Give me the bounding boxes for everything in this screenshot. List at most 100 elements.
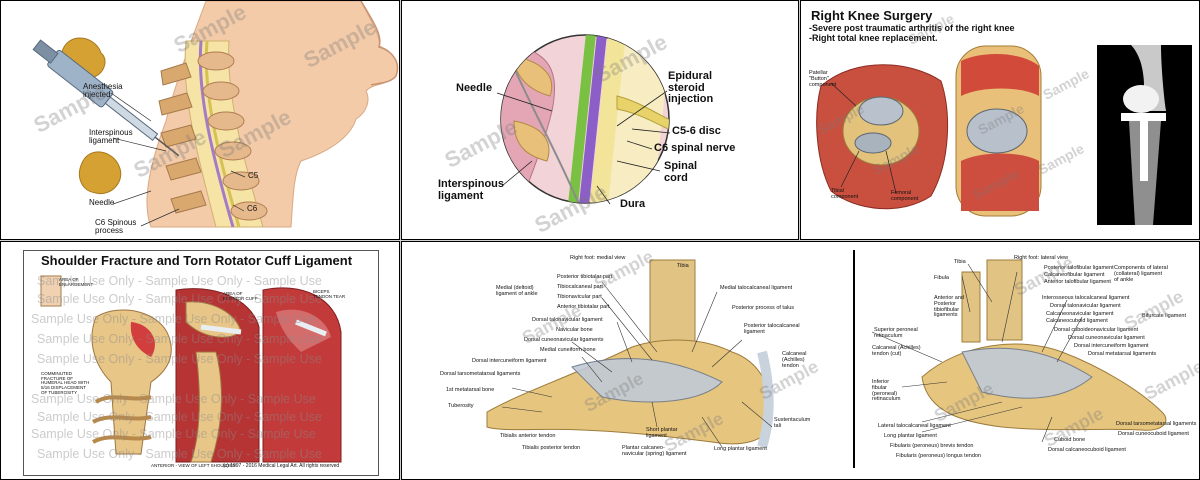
watermark-line: Sample Use Only - Sample Use Only - Samp… (37, 447, 322, 461)
label-inferior-peroneal: Inferior fibular (peroneal) retinaculum (872, 379, 901, 403)
label-area-rotator-cuff: AREA OF ROTATOR CUFF (223, 291, 258, 301)
shoulder-panel: Shoulder Fracture and Torn Rotator Cuff … (0, 241, 400, 480)
label-posterior-talofibular: Posterior talofibular ligament (1044, 265, 1114, 271)
label-posterior-talocalcaneal: Posterior talocalcaneal ligament (744, 323, 800, 335)
label-lat-tibia: Tibia (954, 259, 966, 265)
knee-line-1: -Severe post traumatic arthritis of the … (809, 23, 1015, 33)
label-dorsal-cuneonavicular: Dorsal cuneonavicular ligaments (524, 337, 604, 343)
label-epidural-injection: Epidural steroid injection (668, 70, 714, 106)
label-anterior-tibiotalar: Anterior tibiotalar part (557, 304, 610, 310)
label-dura: Dura (620, 198, 646, 210)
label-tibia: Tibia (677, 263, 689, 269)
label-lat-dorsal-cuneonavicular: Dorsal cuneonavicular ligament (1068, 335, 1145, 341)
watermark-line: Sample Use Only - Sample Use Only - Samp… (37, 274, 322, 288)
label-fibularis-longus: Fibularis (peroneus) longus tendon (896, 453, 981, 459)
label-fibularis-brevis: Fibularis (peroneus) brevis tendon (890, 443, 974, 449)
epidural-panel: Needle Epidural steroid injection C5-6 d… (401, 0, 799, 240)
watermark-line: Sample Use Only - Sample Use Only - Samp… (31, 392, 316, 406)
label-interspinous-ligament: Interspinous ligament (438, 178, 505, 202)
label-c6-spinal-nerve: C6 spinal nerve (654, 142, 736, 154)
foot-ligaments-panel: Right foot: medial view Tibia Medial (de… (401, 241, 1200, 480)
label-tibionavicular: Tibionavicular part (557, 294, 602, 300)
label-superior-peroneal: Superior peroneal retinaculum (874, 327, 918, 339)
label-cuboid-bone: Cuboid bone (1054, 437, 1086, 443)
label-tibiocalcaneal: Tibiocalcaneal part (557, 284, 603, 290)
label-navicular-bone: Navicular bone (556, 327, 593, 333)
label-c5: C5 (248, 171, 259, 180)
label-long-plantar: Long plantar ligament (714, 446, 767, 452)
label-fibula: Fibula (934, 275, 949, 281)
label-posterior-process: Posterior process of talus (732, 305, 795, 311)
shoulder-title: Shoulder Fracture and Torn Rotator Cuff … (41, 253, 353, 268)
label-dorsal-tarsometatarsal: Dorsal tarsometatarsal ligaments (440, 371, 521, 377)
label-patellar-component: Patellar "Button" component (809, 70, 837, 88)
label-dorsal-intercuneiform: Dorsal intercuneiform ligament (472, 358, 547, 364)
watermark-line: Sample Use Only - Sample Use Only - Samp… (31, 427, 316, 441)
shoulder-illustration (40, 275, 342, 463)
label-lat-dorsal-talonavicular: Dorsal talonavicular ligament (1050, 303, 1121, 309)
label-comminuted-fracture: COMMINUTED FRACTURE OF HUMERAL HEAD WITH… (41, 371, 90, 395)
label-needle: Needle (89, 198, 115, 207)
knee-line-2: -Right total knee replacement. (809, 33, 938, 43)
label-short-plantar: Short plantar ligament (646, 427, 678, 439)
label-lateral-talocalcaneal: Lateral talocalcaneal ligament (878, 423, 951, 429)
label-plantar-calcaneonavicular: Plantar calcaneo- navicular (spring) lig… (622, 445, 687, 457)
label-calcaneocuboid: Calcaneocuboid ligament (1046, 318, 1108, 324)
knee-illustration (816, 45, 1192, 225)
label-anesthesia-injected: Anesthesia injected (83, 82, 123, 100)
label-area-enlargement: AREA OF ENLARGEMENT (59, 277, 94, 287)
label-spinal-cord: Spinal cord (664, 160, 698, 184)
label-calcaneonavicular: Calcaneonavicular ligament (1046, 311, 1114, 317)
label-lateral-components: Components of lateral (collateral) ligam… (1114, 265, 1168, 283)
label-interosseous-talocalcaneal: Interosseous talocalcaneal ligament (1042, 295, 1130, 301)
label-dorsal-cuboideonavicular: Dorsal cuboideonavicular ligament (1054, 327, 1139, 333)
foot-illustration (486, 250, 1167, 468)
label-posterior-tibiotalar: Posterior tibiotalar part (557, 274, 613, 280)
label-lat-dorsal-tarsometatarsal: Dorsal tarsometatarsal ligaments (1116, 421, 1197, 427)
label-needle: Needle (456, 82, 493, 94)
label-deltoid-ligament: Medial (deltoid) ligament of ankle (496, 285, 538, 297)
label-medial-talocalcaneal: Medial talocalcaneal ligament (720, 285, 793, 291)
label-foot-lateral-title: Right foot: lateral view (1014, 255, 1069, 261)
watermark-line: Sample Use Only - Sample Use Only - Samp… (37, 332, 322, 346)
label-lat-dorsal-intercuneiform: Dorsal intercuneiform ligament (1074, 343, 1149, 349)
label-femoral-component: Femoral component (891, 190, 919, 202)
label-sustentaculum: Sustentaculum tali (774, 417, 811, 429)
cervical-illustration (32, 1, 399, 228)
label-dorsal-cuneocuboid: Dorsal cuneocuboid ligament (1118, 431, 1189, 437)
label-tibial-component: Tibial component (831, 188, 859, 200)
label-anterior-talofibular: Anterior talofibular ligament (1044, 279, 1111, 285)
label-tibialis-posterior: Tibialis posterior tendon (522, 445, 581, 451)
shoulder-copyright: (c) 1997 - 2016 Medical Legal Art. All r… (223, 463, 340, 469)
label-calcaneal-tendon: Calcaneal (Achilles) tendon (782, 351, 807, 369)
label-dorsal-metatarsal: Dorsal metatarsal ligaments (1088, 351, 1157, 357)
knee-surgery-panel: Right Knee Surgery -Severe post traumati… (800, 0, 1200, 240)
label-foot-medial-title: Right foot: medial view (570, 255, 626, 261)
label-medial-cuneiform: Medial cuneiform bone (540, 347, 596, 353)
cervical-injection-panel: Anesthesia injected Interspinous ligamen… (0, 0, 400, 240)
label-tuberosity: Tuberosity (448, 403, 474, 409)
label-dorsal-talonavicular: Dorsal talonavicular ligament (532, 317, 603, 323)
label-bifurcate: Bifurcate ligament (1142, 313, 1187, 319)
label-c6-spinous-process: C6 Spinous process (95, 218, 137, 236)
shoulder-frame (23, 250, 379, 476)
label-dorsal-calcaneocuboid: Dorsal calcaneocuboid ligament (1048, 447, 1126, 453)
label-lat-calcaneal-tendon: Calcaneal (Achilles) tendon (cut) (872, 345, 921, 357)
watermark-line: Sample Use Only - Sample Use Only - Samp… (37, 352, 322, 366)
label-c5-6-disc: C5-6 disc (672, 125, 721, 137)
label-tibialis-anterior: Tibialis anterior tendon (500, 433, 556, 439)
label-first-metatarsal: 1st metatarsal bone (446, 387, 495, 393)
watermark-line: Sample Use Only - Sample Use Only - Samp… (37, 410, 322, 424)
knee-title: Right Knee Surgery (811, 8, 933, 23)
watermark-line: Sample Use Only - Sample Use Only - Samp… (31, 312, 316, 326)
label-c6: C6 (247, 204, 258, 213)
label-interspinous-ligament: Interspinous ligament (89, 128, 133, 146)
epidural-illustration (496, 34, 671, 205)
label-calcaneofibular: Calcaneofibular ligament (1044, 272, 1105, 278)
watermark-line: Sample Use Only - Sample Use Only - Samp… (37, 292, 322, 306)
shoulder-caption: ANTERIOR - VIEW OF LEFT SHOULDER (151, 463, 236, 468)
label-biceps-tendon-tear: BICEPS TENDON TEAR (313, 289, 346, 299)
label-lat-long-plantar: Long plantar ligament (884, 433, 937, 439)
label-tibiofibular: Anterior and Posterior tibiofibular liga… (934, 295, 964, 319)
